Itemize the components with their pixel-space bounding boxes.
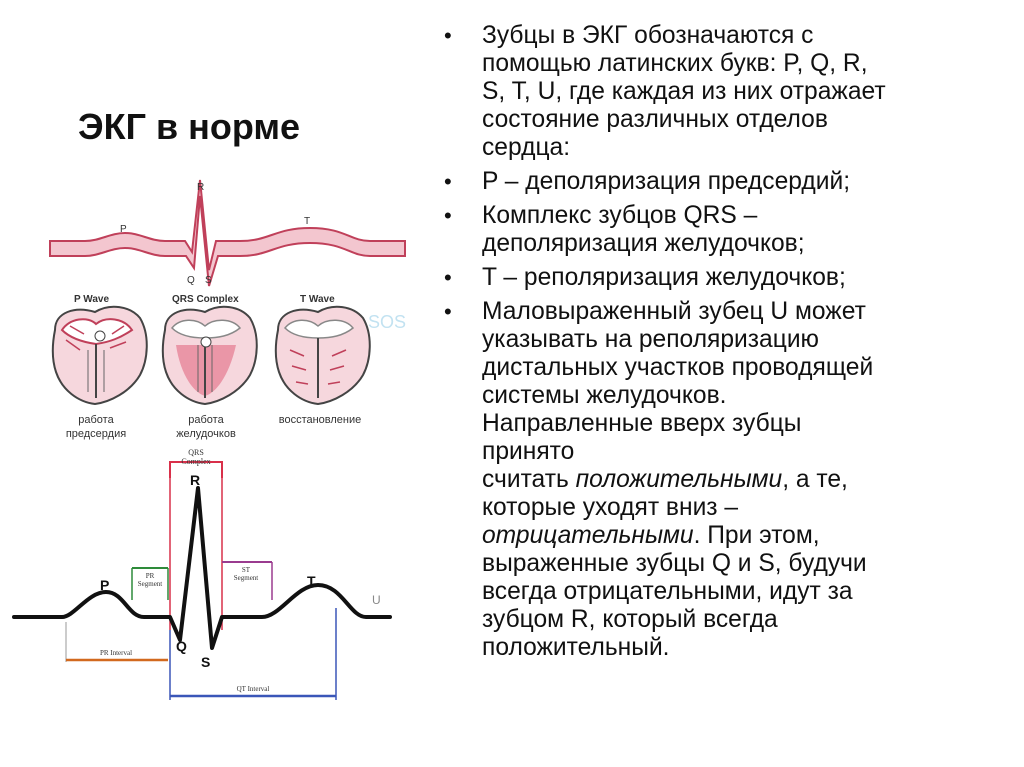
bullet-text-italic: отрицательными bbox=[482, 522, 694, 549]
qrs-complex-label-line2: Complex bbox=[181, 457, 210, 466]
ecg-ribbon-band bbox=[49, 179, 406, 287]
pr-interval-label: PR Interval bbox=[100, 649, 132, 657]
qrs-complex-bracket bbox=[169, 461, 223, 630]
bullet-item: Комплекс зубцов QRS –деполяризация желуд… bbox=[440, 202, 1000, 258]
bullet-text: S, T, U, где каждая из них отражает bbox=[482, 78, 886, 105]
bullet-text: состояние различных отделов bbox=[482, 106, 828, 133]
heart-header-t-wave: T Wave bbox=[300, 294, 335, 305]
bullet-text: , а те, bbox=[782, 466, 848, 493]
heart-recovery-illustration bbox=[274, 305, 371, 406]
st-segment-label-line1: ST bbox=[242, 566, 251, 574]
bullet-text: Маловыраженный зубец U может bbox=[482, 298, 866, 325]
ribbon-label-q: Q bbox=[187, 275, 195, 286]
bullet-text: принято bbox=[482, 438, 575, 465]
wave-label-s: S bbox=[201, 654, 210, 670]
wave-label-p: P bbox=[100, 577, 109, 593]
heart-ventricles-illustration bbox=[161, 305, 258, 406]
bullet-text: выраженные зубцы Q и S, будучи bbox=[482, 550, 867, 577]
heart-header-p-wave: P Wave bbox=[74, 294, 109, 305]
wave-label-t: T bbox=[307, 573, 316, 589]
caption-atria-line2: предсердия bbox=[66, 428, 126, 440]
bullet-text: Направленные вверх зубцы bbox=[482, 410, 802, 437]
heart-header-qrs-complex: QRS Complex bbox=[172, 294, 239, 305]
ecg-ribbon bbox=[49, 179, 406, 287]
bullet-text: . При этом, bbox=[693, 522, 820, 549]
bullet-item: P – деполяризация предсердий; bbox=[440, 168, 1000, 196]
bullet-text: считать bbox=[482, 466, 576, 493]
bullet-item: T – реполяризация желудочков; bbox=[440, 264, 1000, 292]
bullet-text: сердца: bbox=[482, 134, 571, 161]
bullet-text: помощью латинских букв: P, Q, R, bbox=[482, 50, 868, 77]
wave-label-r: R bbox=[190, 472, 200, 488]
qt-interval-bracket bbox=[169, 608, 337, 700]
bullet-text-italic: положительными bbox=[575, 466, 783, 493]
ribbon-label-r: R bbox=[197, 182, 204, 193]
bullet-text: положительный. bbox=[482, 634, 670, 661]
caption-ventricles-line2: желудочков bbox=[176, 428, 236, 440]
qrs-complex-label-line1: QRS bbox=[188, 448, 204, 457]
bullet-text: P – деполяризация предсердий; bbox=[482, 168, 851, 195]
watermark-logo-text: SOS bbox=[368, 312, 406, 332]
pr-segment-label-line2: Segment bbox=[138, 580, 163, 588]
st-segment-label-line2: Segment bbox=[234, 574, 259, 582]
bullet-text: указывать на реполяризацию bbox=[482, 326, 819, 353]
caption-ventricles-line1: работа bbox=[188, 414, 224, 426]
wave-label-u: U bbox=[372, 593, 381, 607]
bullet-text: зубцом R, который всегда bbox=[482, 606, 778, 633]
bullet-text: T – реполяризация желудочков; bbox=[482, 264, 846, 291]
pr-segment-bracket bbox=[131, 567, 169, 600]
caption-recovery: восстановление bbox=[279, 414, 362, 426]
ribbon-label-s: S bbox=[205, 275, 212, 286]
slide-title: ЭКГ в норме bbox=[78, 106, 301, 147]
ecg-waveform-line bbox=[12, 486, 392, 650]
bullet-text: которые уходят вниз – bbox=[482, 494, 739, 521]
wave-label-q: Q bbox=[176, 638, 187, 654]
bullet-text: системы желудочков. bbox=[482, 382, 727, 409]
bullet-text: дистальных участков проводящей bbox=[482, 354, 874, 381]
bullet-text: Зубцы в ЭКГ обозначаются с bbox=[482, 22, 814, 49]
pr-segment-label-line1: PR bbox=[146, 572, 155, 580]
heart-atria-illustration bbox=[51, 305, 148, 406]
bullet-text: деполяризация желудочков; bbox=[482, 230, 805, 257]
ribbon-label-p: P bbox=[120, 224, 127, 235]
pr-interval-bracket bbox=[65, 622, 168, 662]
bullet-text: Комплекс зубцов QRS – bbox=[482, 202, 758, 229]
st-segment-bracket bbox=[222, 561, 273, 600]
bullet-text: всегда отрицательными, идут за bbox=[482, 578, 853, 605]
qt-interval-label: QT Interval bbox=[237, 685, 270, 693]
caption-atria-line1: работа bbox=[78, 414, 114, 426]
ribbon-label-t: T bbox=[304, 216, 310, 227]
